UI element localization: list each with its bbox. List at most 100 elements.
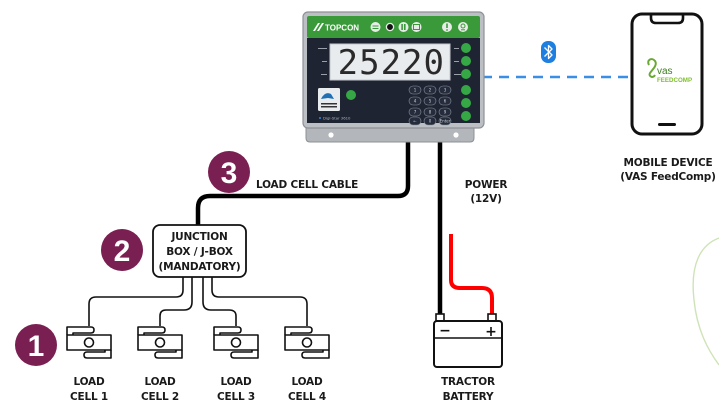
load-cell-label-line1: LOAD — [144, 376, 175, 388]
step-badge-1: 1 — [15, 324, 57, 366]
load-cell-cable — [195, 140, 411, 226]
keypad-key-8[interactable]: 8 — [423, 107, 437, 117]
header-buttons — [370, 22, 468, 32]
battery-label-line2: BATTERY — [443, 391, 494, 403]
keypad-key-label: 6 — [444, 99, 447, 104]
scale-indicator[interactable]: TOPCON 25220 — [302, 11, 485, 143]
keypad-key-4[interactable]: 4 — [408, 96, 422, 106]
mobile-device-label-line1: MOBILE DEVICE — [623, 157, 712, 169]
step-badge-2: 2 — [101, 229, 143, 271]
keypad-key-label: 2 — [429, 88, 432, 93]
app-name-feedcomp: FEEDCOMP — [657, 77, 692, 84]
side-button-5[interactable] — [461, 98, 471, 108]
power-cable-positive — [449, 234, 494, 316]
load-cell-label-line2: CELL 1 — [70, 391, 108, 403]
side-button-6[interactable] — [461, 111, 471, 121]
mobile-device: vas FEEDCOMP — [630, 12, 704, 136]
load-cell-label-line2: CELL 2 — [141, 391, 179, 403]
step-number: 2 — [114, 235, 131, 268]
bluetooth-icon — [544, 44, 553, 60]
load-cell-label-line1: LOAD — [73, 376, 104, 388]
lcd-side-marks — [318, 48, 461, 75]
topcon-logo: TOPCON — [313, 23, 359, 33]
keypad-key-1[interactable]: 1 — [408, 85, 422, 95]
positive-icon: + — [485, 324, 497, 340]
wire-load-cell-3 — [202, 276, 237, 326]
keypad-key-0[interactable]: 0 — [423, 116, 437, 126]
keypad-key-label: 7 — [414, 110, 417, 115]
load-cell-label-line2: CELL 3 — [217, 391, 255, 403]
battery-label-line1: TRACTOR — [441, 376, 495, 388]
load-cell-cable-label: LOAD CELL CABLE — [256, 179, 358, 191]
side-button-2[interactable] — [461, 56, 471, 66]
mobile-device-label-line2: (VAS FeedComp) — [620, 171, 715, 183]
keypad-key-2[interactable]: 2 — [423, 85, 437, 95]
keypad-key-5[interactable]: 5 — [423, 96, 437, 106]
step-badge-3: 3 — [208, 151, 250, 193]
keypad-key-label: 8 — [429, 110, 432, 115]
keypad-key-enter[interactable]: Enter — [438, 116, 452, 126]
load-cell-label-line1: LOAD — [291, 376, 322, 388]
mount-hole-left — [328, 132, 334, 138]
side-button-4[interactable] — [461, 85, 471, 95]
negative-icon: − — [439, 323, 451, 339]
keypad-key-back[interactable]: ← — [408, 116, 422, 126]
status-led — [385, 22, 395, 32]
keypad-key-7[interactable]: 7 — [408, 107, 422, 117]
junction-box: JUNCTION BOX / J-BOX (MANDATORY) — [152, 224, 247, 278]
topcon-logo-icon — [313, 23, 324, 31]
decorative-curve — [692, 237, 719, 366]
wire-load-cell-2 — [159, 276, 193, 326]
battery-terminal-negative — [435, 313, 445, 322]
keypad-key-9[interactable]: 9 — [438, 107, 452, 117]
side-buttons — [461, 43, 471, 121]
pause-button[interactable] — [398, 22, 409, 32]
mounting-bracket — [305, 125, 475, 143]
mount-hole-right — [453, 132, 459, 138]
load-cell-label-line2: CELL 4 — [288, 391, 326, 403]
keypad-key-label: ← — [413, 119, 417, 124]
power-label-line1: POWER — [465, 179, 508, 191]
keypad-key-label: Enter — [440, 119, 451, 124]
weight-readout: 25220 — [338, 43, 445, 83]
power-label-line2: (12V) — [470, 193, 501, 205]
phone-notch — [649, 15, 685, 25]
app-name-vas: vas — [657, 66, 673, 77]
help-button[interactable] — [458, 22, 468, 32]
pause-icon — [401, 24, 403, 30]
tare-button[interactable] — [370, 22, 381, 32]
print-button[interactable] — [411, 22, 422, 32]
load-cell-icon — [284, 326, 330, 359]
digistar-logo-tile — [318, 88, 340, 111]
side-button-3[interactable] — [461, 69, 471, 79]
dot-icon — [385, 22, 395, 32]
wire-load-cell-1 — [88, 276, 184, 326]
keypad-key-label: 9 — [444, 110, 447, 115]
lcd-display — [329, 43, 451, 81]
keypad: 1 2 3 4 5 6 7 8 9 ← 0 Enter — [408, 85, 452, 126]
keypad-key-6[interactable]: 6 — [438, 96, 452, 106]
keypad-key-label: 5 — [429, 99, 432, 104]
step-number: 1 — [28, 330, 45, 363]
zero-button[interactable] — [346, 90, 356, 100]
keypad-key-label: 1 — [414, 88, 417, 93]
load-cell-1: LOAD CELL 1 — [66, 326, 112, 403]
side-button-1[interactable] — [461, 43, 471, 53]
load-cell-icon — [213, 326, 259, 359]
junction-box-line2: BOX / J-BOX — [166, 246, 233, 258]
alert-icon — [446, 23, 448, 28]
step-number: 3 — [221, 157, 238, 190]
help-icon — [460, 23, 466, 29]
alert-button[interactable] — [442, 22, 452, 32]
load-cell-4: LOAD CELL 4 — [284, 326, 330, 403]
keypad-key-3[interactable]: 3 — [438, 85, 452, 95]
wire-load-cell-4 — [211, 276, 308, 326]
load-cell-icon — [66, 326, 112, 359]
junction-box-line3: (MANDATORY) — [159, 261, 241, 273]
keypad-key-label: 0 — [429, 119, 432, 124]
load-cell-2: LOAD CELL 2 — [137, 326, 183, 403]
bluetooth-badge — [541, 41, 556, 63]
